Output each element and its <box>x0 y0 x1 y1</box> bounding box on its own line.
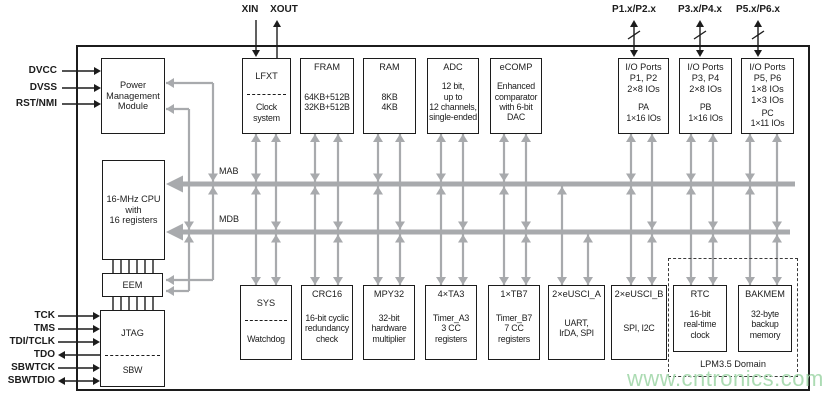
lpm-domain-box <box>668 258 798 377</box>
block-title: 16-MHz CPU with 16 registers <box>106 193 161 226</box>
block-rtc: RTC 16-bit real-time clock <box>673 285 727 352</box>
block-subtitle: Timer_A3 3 CC registers <box>432 312 470 344</box>
block-subtitle: UART, IrDA, SPI <box>559 318 594 339</box>
pin-label-p1p2: P1.x/P2.x <box>612 4 656 15</box>
block-io-ports-p5p6: I/O Ports P5, P6 1×8 IOs 1×3 IOs PC 1×11… <box>741 58 794 134</box>
block-eusci-a: 2×eUSCI_A UART, IrDA, SPI <box>548 285 605 360</box>
pin-label-xin: XIN <box>241 4 259 15</box>
block-subtitle: 16-bit cyclic redundancy check <box>305 312 349 344</box>
block-subtitle: Clock system <box>253 102 280 123</box>
block-adc: ADC 12 bit, up to 12 channels, single-en… <box>427 58 479 134</box>
block-title: 2×eUSCI_A <box>552 289 601 299</box>
block-subtitle: 64KB+512B 32KB+512B <box>304 91 350 112</box>
pin-label-dvcc: DVCC <box>28 65 57 76</box>
block-title: BAKMEM <box>745 289 785 299</box>
block-subtitle: PB 1×16 IOs <box>688 102 723 123</box>
pin-label-p5p6: P5.x/P6.x <box>736 4 780 15</box>
block-ram: RAM 8KB 4KB <box>363 58 416 134</box>
bus-label-mdb: MDB <box>219 214 239 224</box>
watermark: www.cntronics.com <box>627 366 823 391</box>
bus-label-mab: MAB <box>219 166 239 176</box>
block-subtitle: PA 1×16 IOs <box>626 102 661 123</box>
block-lfxt-clock: LFXT Clock system <box>242 58 291 134</box>
block-title: SYS <box>256 297 276 308</box>
block-eusci-b: 2×eUSCI_B SPI, I2C <box>611 285 667 360</box>
block-subtitle: SPI, I2C <box>623 323 655 334</box>
pin-label-tck: TCK <box>34 310 55 321</box>
lpm-domain-label: LPM3.5 Domain <box>700 359 766 369</box>
block-title: LFXT <box>255 70 278 81</box>
block-sys-watchdog: SYS Watchdog <box>240 285 292 360</box>
block-title: 4×TA3 <box>437 289 465 299</box>
pin-label-tdo: TDO <box>33 349 55 360</box>
block-subtitle: PC 1×11 IOs <box>750 107 785 129</box>
block-subtitle: 32-bit hardware multiplier <box>371 312 407 344</box>
pin-label-dvss: DVSS <box>29 82 57 93</box>
block-subtitle: 8KB 4KB <box>381 91 398 112</box>
block-mpy32: MPY32 32-bit hardware multiplier <box>363 285 415 360</box>
block-title: ADC <box>443 62 463 72</box>
block-cpu: 16-MHz CPU with 16 registers <box>102 160 165 260</box>
block-title: RAM <box>379 62 400 72</box>
block-subtitle: 16-bit real-time clock <box>683 308 717 340</box>
block-title: Power Management Module <box>106 79 160 112</box>
block-crc16: CRC16 16-bit cyclic redundancy check <box>301 285 353 360</box>
block-subtitle: Timer_B7 7 CC registers <box>495 312 533 344</box>
block-title: FRAM <box>313 62 341 72</box>
block-jtag-sbw: JTAG SBW <box>100 310 165 387</box>
block-title: 2×eUSCI_B <box>614 289 664 299</box>
dashed-divider <box>247 93 286 95</box>
dashed-divider <box>105 355 160 357</box>
block-title: CRC16 <box>311 289 343 299</box>
block-title: RTC <box>690 289 710 299</box>
chip-outline <box>76 45 810 391</box>
block-subtitle: SBW <box>122 364 143 375</box>
block-title: MPY32 <box>373 289 405 299</box>
block-subtitle: 12 bit, up to 12 channels, single-ended <box>429 81 477 123</box>
block-ecomp: eCOMP Enhanced comparator with 6-bit DAC <box>490 58 542 134</box>
pin-label-xout: XOUT <box>270 4 298 15</box>
block-title: EEM <box>122 279 143 290</box>
block-io-ports-p3p4: I/O Ports P3, P4 2×8 IOs PB 1×16 IOs <box>679 58 732 134</box>
block-bakmem: BAKMEM 32-byte backup memory <box>738 285 792 352</box>
block-title: I/O Ports P1, P2 2×8 IOs <box>625 62 662 94</box>
pin-label-tdi-tclk: TDI/TCLK <box>9 336 55 347</box>
block-subtitle: Watchdog <box>247 333 285 344</box>
block-title: 1×TB7 <box>500 289 528 299</box>
block-power-management: Power Management Module <box>101 58 165 134</box>
pin-label-sbwtck: SBWTCK <box>11 362 55 373</box>
block-subtitle: 32-byte backup memory <box>749 308 781 340</box>
pin-label-sbwtdio: SBWTDIO <box>7 375 55 386</box>
pin-label-p3p4: P3.x/P4.x <box>678 4 722 15</box>
pin-label-rst-nmi: RST/NMI <box>15 98 57 109</box>
block-title: JTAG <box>121 327 144 338</box>
block-eem: EEM <box>102 273 163 297</box>
block-subtitle: Enhanced comparator with 6-bit DAC <box>494 81 538 123</box>
block-timer-a3: 4×TA3 Timer_A3 3 CC registers <box>425 285 477 360</box>
block-timer-b7: 1×TB7 Timer_B7 7 CC registers <box>488 285 540 360</box>
block-io-ports-p1p2: I/O Ports P1, P2 2×8 IOs PA 1×16 IOs <box>618 58 669 134</box>
block-title: eCOMP <box>499 62 533 72</box>
pin-label-tms: TMS <box>33 323 55 334</box>
block-fram: FRAM 64KB+512B 32KB+512B <box>300 58 354 134</box>
dashed-divider <box>245 320 287 321</box>
block-title: I/O Ports P5, P6 1×8 IOs 1×3 IOs <box>749 62 786 105</box>
block-title: I/O Ports P3, P4 2×8 IOs <box>687 62 724 94</box>
